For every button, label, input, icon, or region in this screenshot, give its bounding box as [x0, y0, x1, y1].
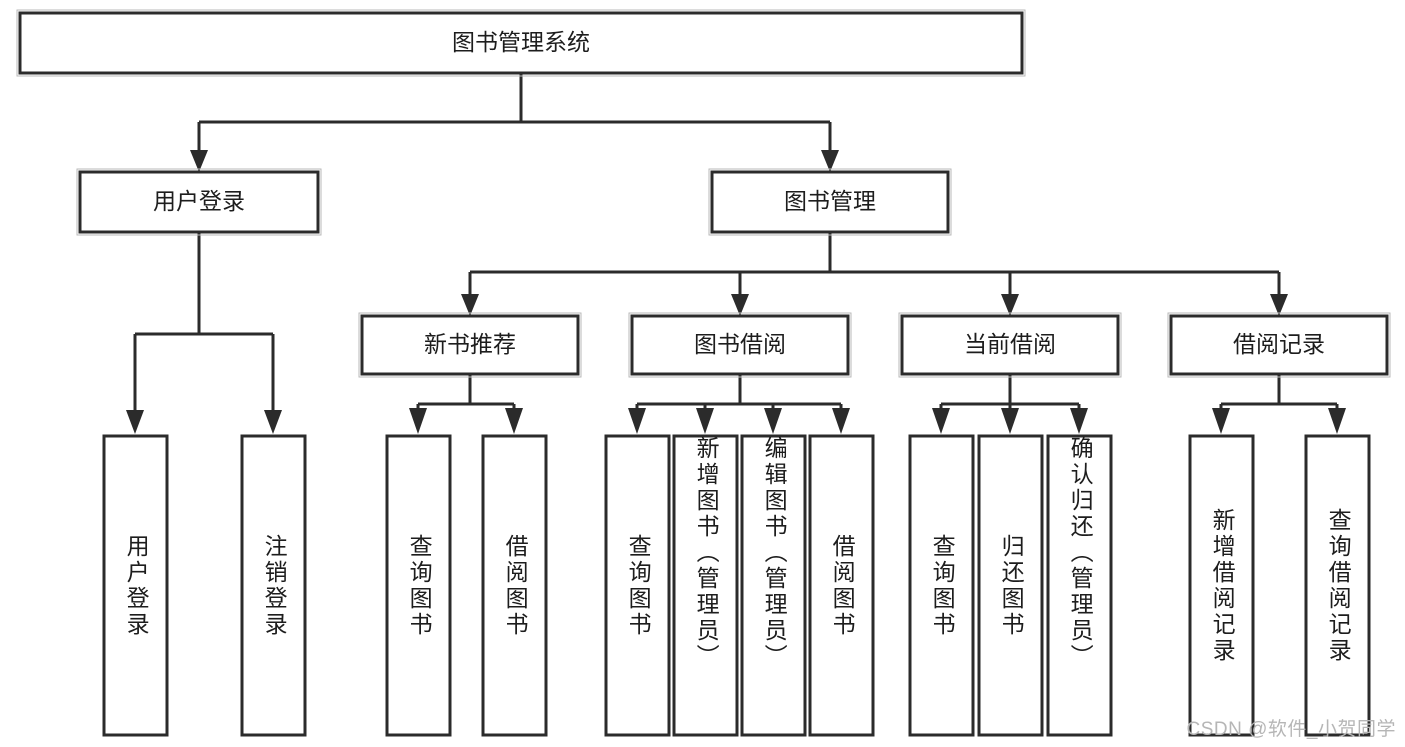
- arrow-leaf-user-login: [126, 410, 144, 434]
- leaf-return-book-box[interactable]: [977, 434, 1044, 737]
- node-borrow-record[interactable]: 借阅记录: [1167, 312, 1391, 378]
- book-borrow-box: [630, 314, 850, 376]
- leaf-query-book-2-box[interactable]: [604, 434, 671, 737]
- node-user-login[interactable]: 用户登录: [76, 168, 322, 236]
- arrow-leaf-edit-book: [764, 408, 782, 434]
- leaf-query-book-1-box[interactable]: [385, 434, 452, 737]
- leaf-borrow-book-1-box[interactable]: [481, 434, 548, 737]
- edge-group: [126, 73, 1346, 434]
- leaf-query-borrow-record-box[interactable]: [1304, 434, 1371, 737]
- arrow-leaf-return-book: [1001, 408, 1019, 434]
- borrow-record-label: 借阅记录: [1233, 331, 1325, 357]
- leaf-add-borrow-record-box[interactable]: [1188, 434, 1255, 737]
- leaf-user-login-box[interactable]: [102, 434, 169, 737]
- node-root[interactable]: 图书管理系统: [16, 9, 1026, 77]
- arrow-leaf-borrow-book-2: [832, 408, 850, 434]
- node-book-borrow[interactable]: 图书借阅: [628, 312, 852, 378]
- csdn-watermark: CSDN @软件_小贺同学: [1186, 719, 1396, 740]
- node-book-management[interactable]: 图书管理: [708, 168, 952, 236]
- node-new-book-recommend[interactable]: 新书推荐: [358, 312, 582, 378]
- arrow-user-login: [190, 150, 208, 172]
- book-management-halo: [708, 168, 952, 236]
- arrow-current-borrow: [1001, 294, 1019, 316]
- borrow-record-halo: [1167, 312, 1391, 378]
- user-login-box: [78, 170, 320, 234]
- leaf-borrow-book-2-box[interactable]: [808, 434, 875, 737]
- node-current-borrow[interactable]: 当前借阅: [898, 312, 1122, 378]
- user-login-label: 用户登录: [153, 188, 245, 214]
- leaf-boxes: [102, 434, 1371, 737]
- book-management-label: 图书管理: [784, 188, 876, 214]
- arrow-leaf-add-book: [696, 408, 714, 434]
- arrow-leaf-logout-login: [264, 410, 282, 434]
- leaf-edit-book-box[interactable]: [740, 434, 807, 737]
- arrow-leaf-borrow-book-1: [505, 408, 523, 434]
- arrow-book-management: [821, 150, 839, 172]
- arrow-borrow-record: [1270, 294, 1288, 316]
- root-box: [18, 11, 1024, 75]
- arrow-leaf-query-book-1: [409, 408, 427, 434]
- book-borrow-label: 图书借阅: [694, 331, 786, 357]
- arrow-leaf-query-borrow-record: [1328, 408, 1346, 434]
- user-login-halo: [76, 168, 322, 236]
- book-borrow-halo: [628, 312, 852, 378]
- new-book-recommend-label: 新书推荐: [424, 331, 516, 357]
- leaf-query-book-3-box[interactable]: [908, 434, 975, 737]
- arrow-leaf-query-book-2: [628, 408, 646, 434]
- current-borrow-box: [900, 314, 1120, 376]
- new-book-recommend-box: [360, 314, 580, 376]
- current-borrow-halo: [898, 312, 1122, 378]
- root-halo: [16, 9, 1026, 77]
- arrow-book-borrow: [731, 294, 749, 316]
- arrow-leaf-confirm-return: [1070, 408, 1088, 434]
- book-management-box: [710, 170, 950, 234]
- arrow-leaf-add-borrow-record: [1212, 408, 1230, 434]
- new-book-recommend-halo: [358, 312, 582, 378]
- current-borrow-label: 当前借阅: [964, 331, 1056, 357]
- root-label: 图书管理系统: [452, 29, 590, 55]
- leaf-add-book-box[interactable]: [672, 434, 739, 737]
- borrow-record-box: [1169, 314, 1389, 376]
- leaf-logout-login-box[interactable]: [240, 434, 307, 737]
- leaf-confirm-return-box[interactable]: [1046, 434, 1113, 737]
- arrow-new-book-recommend: [461, 294, 479, 316]
- arrow-leaf-query-book-3: [932, 408, 950, 434]
